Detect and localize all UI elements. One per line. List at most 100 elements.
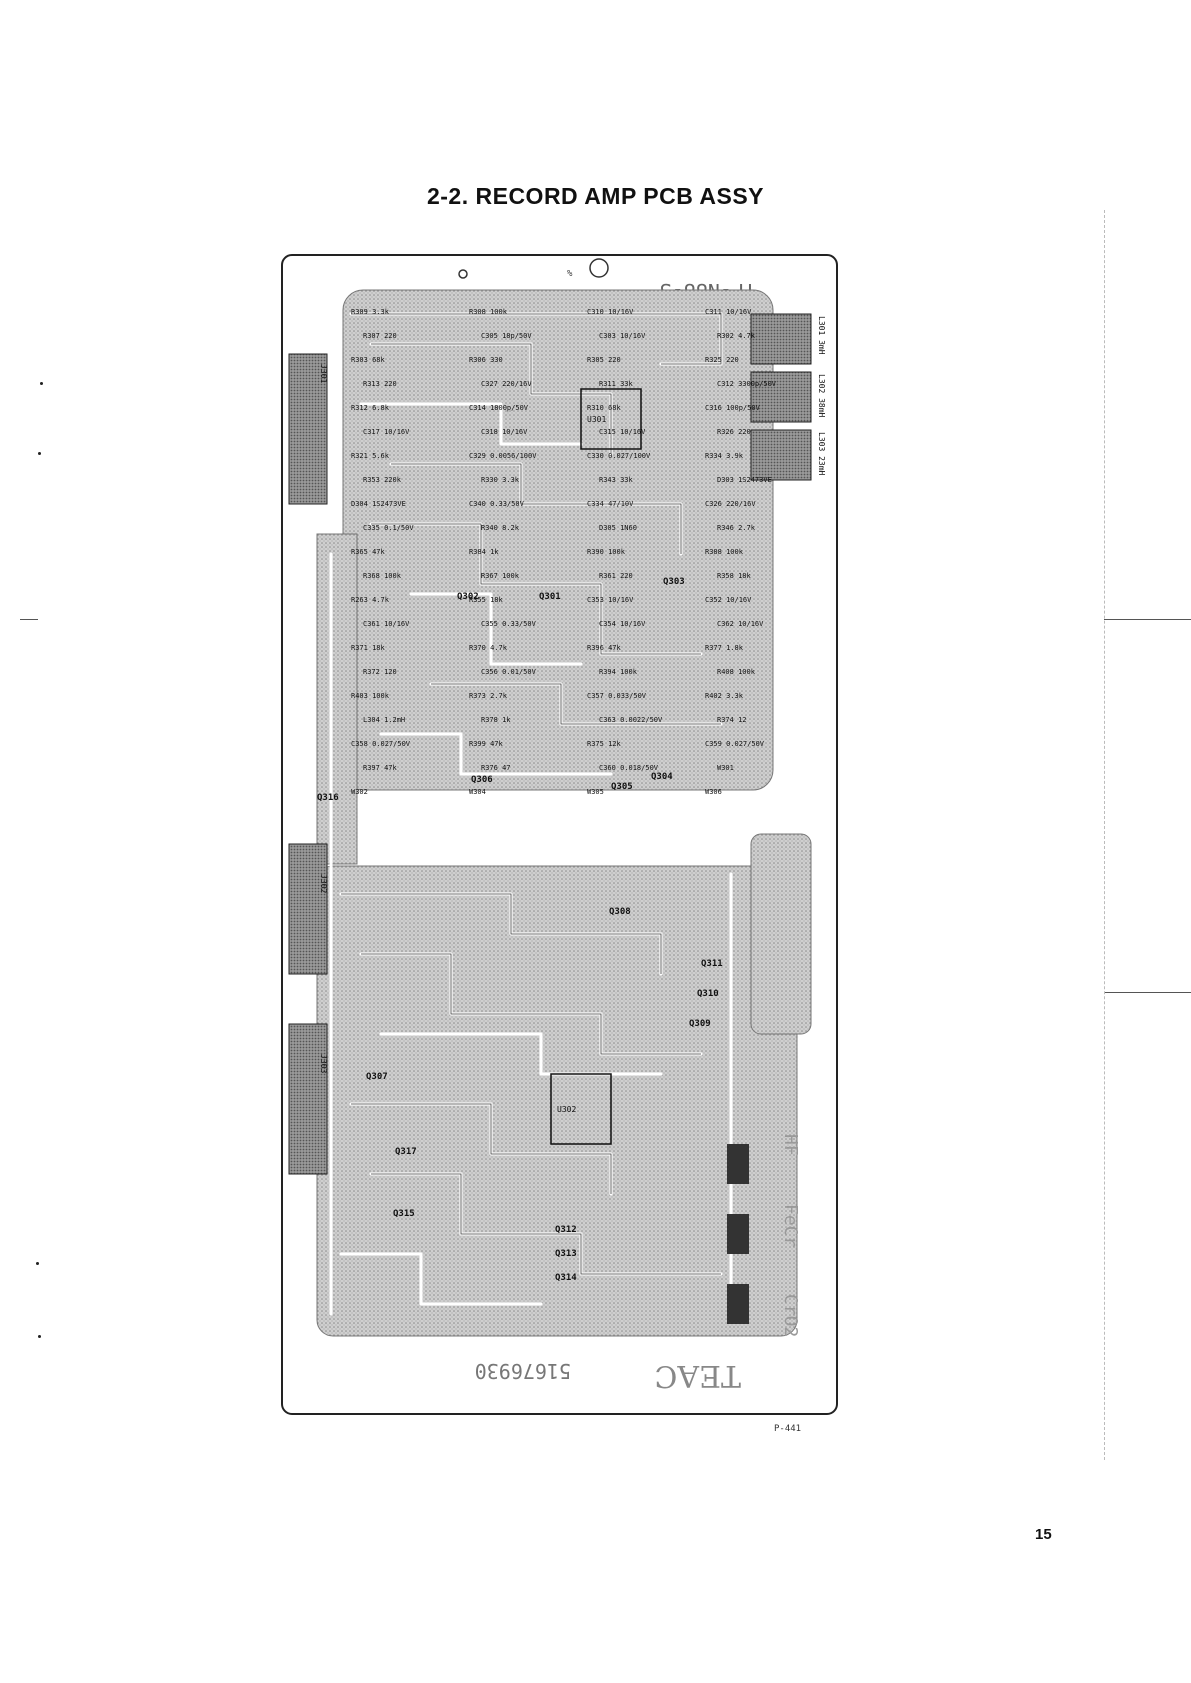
cro2-label: CrO2 — [780, 1294, 801, 1337]
component-label: C352 10/16V — [705, 596, 752, 604]
component-label: C327 220/16V — [481, 380, 532, 388]
component-label: C311 10/16V — [705, 308, 752, 316]
crop-mark — [1104, 992, 1191, 993]
component-label: R374 12 — [717, 716, 747, 724]
component-label: R311 33k — [599, 380, 634, 388]
component-label: R376 47 — [481, 764, 511, 772]
component-label: C326 220/16V — [705, 500, 756, 508]
svg-text:L303 23mH: L303 23mH — [817, 432, 826, 476]
component-label: R313 220 — [363, 380, 397, 388]
component-label: C316 100p/50V — [705, 404, 761, 412]
svg-text:Q309: Q309 — [689, 1019, 711, 1029]
svg-text:Q302: Q302 — [457, 592, 479, 602]
component-label: C305 18p/50V — [481, 332, 532, 340]
component-label: R302 4.7k — [717, 332, 756, 340]
component-label: R396 47k — [587, 644, 622, 652]
component-label: R365 47k — [351, 548, 386, 556]
svg-text:L302 38mH: L302 38mH — [817, 374, 826, 418]
component-label: C315 10/16V — [599, 428, 646, 436]
component-label: R368 100k — [363, 572, 402, 580]
component-label: D304 1S2473VE — [351, 500, 406, 508]
svg-text:Q313: Q313 — [555, 1249, 577, 1259]
svg-text:Q317: Q317 — [395, 1147, 417, 1157]
component-label: W304 — [469, 788, 486, 796]
page-title: 2-2. RECORD AMP PCB ASSY — [426, 183, 765, 209]
svg-text:U301: U301 — [587, 415, 606, 424]
component-label: C358 0.027/50V — [351, 740, 411, 748]
component-label: R367 100k — [481, 572, 520, 580]
component-label: R309 3.3k — [351, 308, 390, 316]
component-label: R402 3.3k — [705, 692, 744, 700]
component-label: C357 0.033/50V — [587, 692, 647, 700]
component-label: R358 18k — [717, 572, 752, 580]
component-label: R370 4.7k — [469, 644, 508, 652]
brand-logo: TEAC — [654, 1358, 741, 1393]
svg-text:Q306: Q306 — [471, 775, 493, 785]
component-label: R312 6.8k — [351, 404, 390, 412]
component-label: R306 330 — [469, 356, 503, 364]
component-label: R373 2.7k — [469, 692, 508, 700]
component-label: R377 1.8k — [705, 644, 744, 652]
component-label: W305 — [587, 788, 604, 796]
margin-line — [1104, 210, 1105, 1460]
component-label: L304 1.2mH — [363, 716, 405, 724]
component-label: R399 47k — [469, 740, 504, 748]
svg-text:Q311: Q311 — [701, 959, 723, 969]
fecr-label: FeCr — [780, 1204, 801, 1248]
component-label: C335 0.1/50V — [363, 524, 414, 532]
part-number: 51676930 — [475, 1359, 571, 1383]
component-label: R372 120 — [363, 668, 397, 676]
svg-text:Q316: Q316 — [317, 793, 339, 803]
margin-dot — [38, 1335, 41, 1338]
component-label: R307 220 — [363, 332, 397, 340]
svg-text:Q304: Q304 — [651, 772, 673, 782]
component-label: C317 10/16V — [363, 428, 410, 436]
component-label: R355 18k — [469, 596, 504, 604]
component-label: R330 3.3k — [481, 476, 520, 484]
component-label: R375 12k — [587, 740, 622, 748]
component-label: R343 33k — [599, 476, 634, 484]
component-label: C330 0.027/100V — [587, 452, 651, 460]
component-label: R308 100k — [469, 308, 508, 316]
svg-text:U302: U302 — [557, 1105, 576, 1114]
component-label: R378 1k — [481, 716, 511, 724]
svg-text:Q310: Q310 — [697, 989, 719, 999]
component-label: C353 10/16V — [587, 596, 634, 604]
component-label: W306 — [705, 788, 722, 796]
component-label: C318 10/16V — [481, 428, 528, 436]
component-label: R371 18k — [351, 644, 386, 652]
component-label: R303 68k — [351, 356, 386, 364]
svg-text:Q307: Q307 — [366, 1072, 388, 1082]
component-label: R326 220 — [717, 428, 751, 436]
component-label: C329 0.0056/100V — [469, 452, 537, 460]
component-label: C363 0.0022/50V — [599, 716, 663, 724]
component-label: W302 — [351, 788, 368, 796]
component-label: R353 220k — [363, 476, 402, 484]
component-label: R394 100k — [599, 668, 638, 676]
component-label: C360 0.018/50V — [599, 764, 659, 772]
component-label: R403 100k — [351, 692, 390, 700]
component-label: C355 0.33/50V — [481, 620, 537, 628]
component-label: R361 220 — [599, 572, 633, 580]
svg-text:Q312: Q312 — [555, 1225, 577, 1235]
component-label: C354 10/16V — [599, 620, 646, 628]
component-label: W301 — [717, 764, 734, 772]
crop-mark — [20, 619, 38, 620]
hf-label: HF — [780, 1134, 801, 1156]
svg-text:Q308: Q308 — [609, 907, 631, 917]
crop-mark — [1104, 619, 1191, 620]
component-label: D305 1N60 — [599, 524, 637, 532]
component-label: R408 100k — [717, 668, 756, 676]
component-label: R384 1k — [469, 548, 499, 556]
svg-text:J302: J302 — [319, 874, 328, 893]
svg-text:L301 3mH: L301 3mH — [817, 316, 826, 355]
svg-text:Q301: Q301 — [539, 592, 561, 602]
component-label: R390 100k — [587, 548, 626, 556]
svg-text:Q303: Q303 — [663, 577, 685, 587]
component-label: C303 10/16V — [599, 332, 646, 340]
component-label: R321 5.6k — [351, 452, 390, 460]
component-label: R305 220 — [587, 356, 621, 364]
svg-text:%: % — [567, 269, 573, 279]
component-label: R388 100k — [705, 548, 744, 556]
